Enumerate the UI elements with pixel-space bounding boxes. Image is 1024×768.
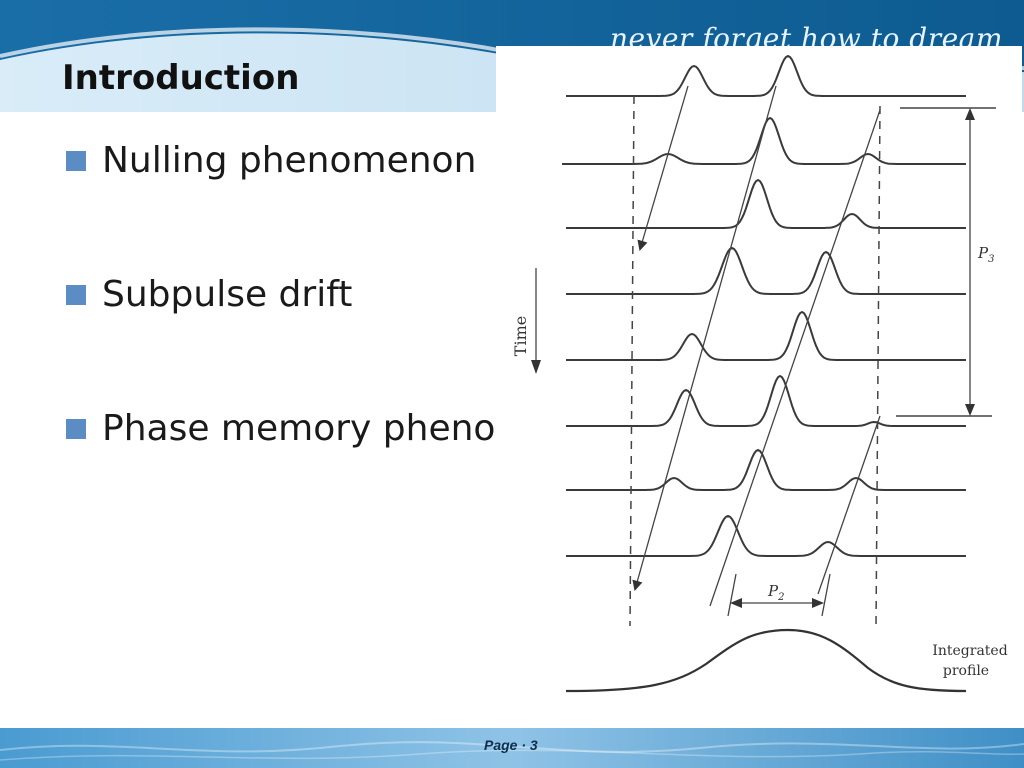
time-axis-label: Time: [511, 316, 530, 356]
integrated-profile-label-line1: Integrated: [932, 643, 1007, 659]
square-bullet-icon: [66, 419, 86, 439]
integrated-profile-label-line2: profile: [943, 663, 989, 679]
slide-title: Introduction: [62, 58, 300, 98]
pulse-trace-7: [566, 448, 966, 491]
left-boundary-dashed: [629, 95, 635, 627]
drift-line-1: [637, 85, 689, 251]
integrated-profile-curve: [565, 628, 967, 693]
bullet-item-subpulse-drift: Subpulse drift: [66, 270, 496, 320]
drift-line-2: [632, 85, 777, 592]
page-number: Page · 3: [484, 737, 538, 753]
pulse-trace-8: [566, 514, 966, 557]
figure-svg: P3 P2 Time Integrated profile: [511, 54, 1008, 693]
bullet-item-nulling: Nulling phenomenon: [66, 136, 496, 186]
p2-left-tick: [727, 573, 737, 617]
subpulse-drift-figure: P3 P2 Time Integrated profile: [496, 46, 1022, 716]
bullet-list: Nulling phenomenon Subpulse drift Phase …: [66, 136, 496, 538]
footer-band: [0, 728, 1024, 768]
pulse-trace-6: [566, 374, 966, 427]
drift-line-3: [709, 109, 881, 607]
bullet-text: Phase memory phenomenon: [102, 408, 496, 449]
square-bullet-icon: [66, 285, 86, 305]
pulse-trace-2: [562, 116, 966, 165]
bullet-text: Nulling phenomenon: [102, 140, 477, 181]
right-boundary-dashed: [875, 105, 881, 627]
drift-line-4: [817, 415, 881, 595]
pulse-trace-1: [566, 54, 966, 97]
pulse-trace-3: [566, 178, 966, 229]
p2-label: P2: [767, 582, 784, 603]
bullet-text: Subpulse drift: [102, 274, 353, 315]
pulse-trace-4: [566, 246, 966, 295]
p3-label: P3: [977, 244, 994, 265]
square-bullet-icon: [66, 151, 86, 171]
pulse-trace-5: [566, 310, 966, 361]
p2-right-tick: [821, 573, 831, 617]
bullet-item-phase-memory: Phase memory phenomenon: [66, 404, 496, 454]
